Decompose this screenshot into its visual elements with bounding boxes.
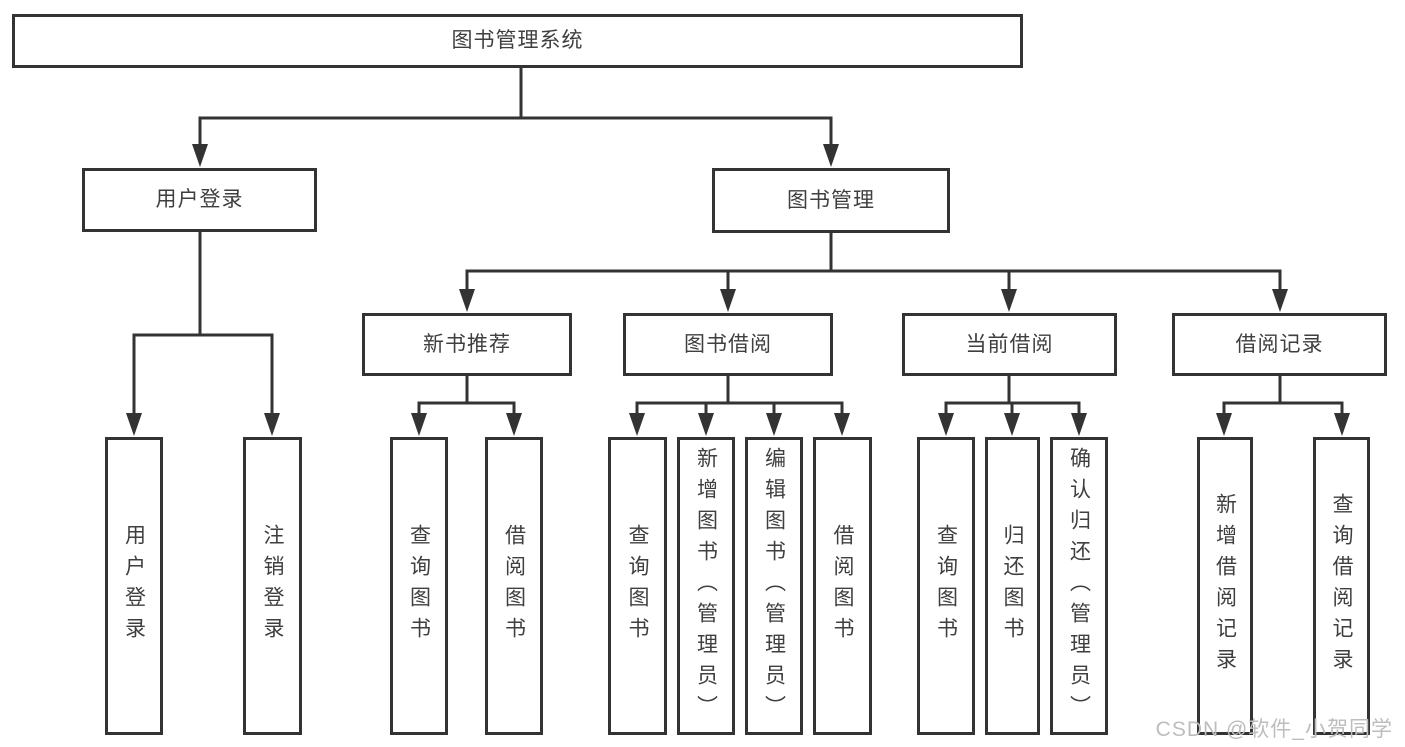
leaf-query-books-recommend: 查询图书 xyxy=(390,437,448,735)
node-user-login: 用户登录 xyxy=(82,168,317,232)
connector-book-mgmt-to-level2 xyxy=(459,233,1288,312)
leaf-borrow-books-recommend: 借阅图书 xyxy=(485,437,543,735)
leaf-query-borrow-record: 查询借阅记录 xyxy=(1313,437,1370,735)
connector-book-borrowing-children xyxy=(629,376,850,436)
node-book-management-system: 图书管理系统 xyxy=(12,14,1023,68)
node-new-book-recommend: 新书推荐 xyxy=(362,313,572,376)
connector-root-to-level1 xyxy=(192,68,839,167)
connector-new-book-children xyxy=(411,376,522,436)
connector-user-login-children xyxy=(126,232,280,436)
node-book-borrowing: 图书借阅 xyxy=(623,313,833,376)
leaf-edit-books-admin: 编辑图书（管理员） xyxy=(745,437,803,735)
leaf-add-borrow-record: 新增借阅记录 xyxy=(1197,437,1253,735)
leaf-confirm-return-admin: 确认归还（管理员） xyxy=(1050,437,1108,735)
leaf-add-books-admin: 新增图书（管理员） xyxy=(677,437,735,735)
leaf-query-books-borrowing: 查询图书 xyxy=(608,437,667,735)
leaf-borrow-books-borrowing: 借阅图书 xyxy=(813,437,872,735)
leaf-logout: 注销登录 xyxy=(243,437,302,735)
node-borrowing-records: 借阅记录 xyxy=(1172,313,1387,376)
connector-current-borrowing-children xyxy=(938,376,1087,436)
leaf-user-login: 用户登录 xyxy=(105,437,163,735)
leaf-return-books: 归还图书 xyxy=(985,437,1040,735)
node-book-management: 图书管理 xyxy=(712,168,950,233)
connector-borrowing-records-children xyxy=(1216,376,1350,436)
leaf-query-books-current: 查询图书 xyxy=(917,437,975,735)
node-current-borrowing: 当前借阅 xyxy=(902,313,1117,376)
watermark: CSDN @软件_小贺同学 xyxy=(1155,718,1393,741)
